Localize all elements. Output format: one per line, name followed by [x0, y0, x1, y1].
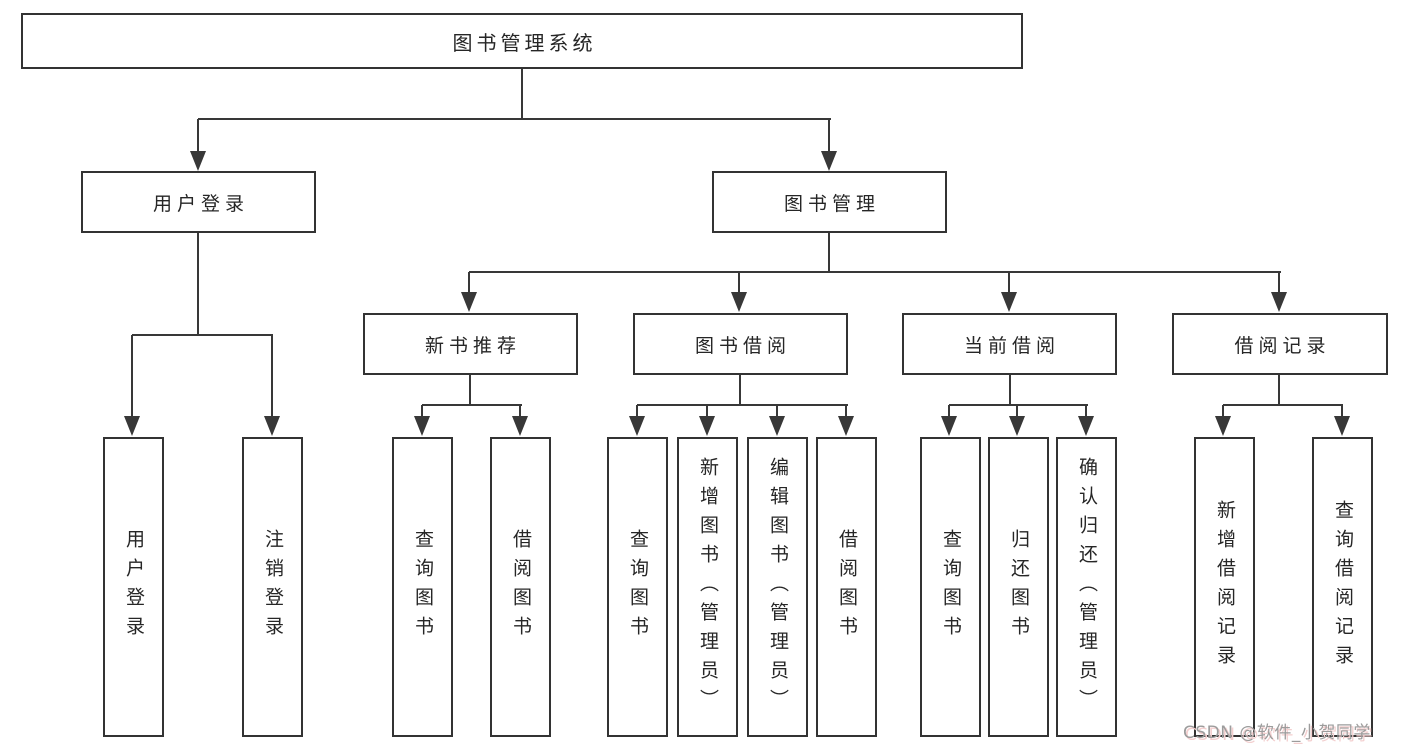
arrow-down-icon	[461, 292, 477, 312]
arrow-down-icon	[699, 416, 715, 436]
arrow-down-icon	[124, 416, 140, 436]
connector-line	[739, 375, 741, 405]
node-book-management: 图书管理	[712, 171, 947, 233]
connector-line	[1016, 405, 1018, 418]
node-user-login: 用户登录	[81, 171, 316, 233]
connector-line	[949, 404, 1088, 406]
arrow-down-icon	[414, 416, 430, 436]
arrow-down-icon	[941, 416, 957, 436]
node-book-borrowing: 图书借阅	[633, 313, 848, 375]
leaf-borrowing-query-books: 查询图书	[607, 437, 668, 737]
arrow-down-icon	[1001, 292, 1017, 312]
connector-line	[197, 119, 199, 153]
connector-line	[422, 404, 522, 406]
connector-line	[519, 405, 521, 418]
arrow-down-icon	[821, 151, 837, 171]
arrow-down-icon	[731, 292, 747, 312]
leaf-current-query-books: 查询图书	[920, 437, 981, 737]
arrow-down-icon	[1215, 416, 1231, 436]
connector-line	[198, 118, 831, 120]
connector-line	[1222, 405, 1224, 418]
leaf-borrowing-borrow-books: 借阅图书	[816, 437, 877, 737]
connector-line	[706, 405, 708, 418]
arrow-down-icon	[264, 416, 280, 436]
connector-line	[637, 404, 848, 406]
connector-line	[132, 334, 273, 336]
arrow-down-icon	[512, 416, 528, 436]
leaf-current-confirm-return-admin: 确认归还（管理员）	[1056, 437, 1117, 737]
arrow-down-icon	[769, 416, 785, 436]
connector-line	[948, 405, 950, 418]
leaf-borrowing-add-books-admin: 新增图书（管理员）	[677, 437, 738, 737]
arrow-down-icon	[1334, 416, 1350, 436]
csdn-watermark: CSDN @软件_小贺同学	[1183, 723, 1371, 743]
leaf-records-query-borrow-record: 查询借阅记录	[1312, 437, 1373, 737]
arrow-down-icon	[838, 416, 854, 436]
connector-line	[421, 405, 423, 418]
connector-line	[1009, 375, 1011, 405]
leaf-user-login: 用户登录	[103, 437, 164, 737]
node-new-book-recommendation: 新书推荐	[363, 313, 578, 375]
connector-line	[1341, 405, 1343, 418]
arrow-down-icon	[1009, 416, 1025, 436]
leaf-current-return-books: 归还图书	[988, 437, 1049, 737]
connector-line	[636, 405, 638, 418]
leaf-borrowing-edit-books-admin: 编辑图书（管理员）	[747, 437, 808, 737]
connector-line	[1278, 272, 1280, 294]
connector-line	[469, 375, 471, 405]
node-current-borrowing: 当前借阅	[902, 313, 1117, 375]
leaf-recommend-query-books: 查询图书	[392, 437, 453, 737]
connector-line	[1223, 404, 1343, 406]
connector-line	[469, 271, 1281, 273]
connector-line	[131, 335, 133, 418]
connector-line	[828, 119, 830, 153]
connector-line	[1008, 272, 1010, 294]
node-borrowing-records: 借阅记录	[1172, 313, 1388, 375]
arrow-down-icon	[1078, 416, 1094, 436]
connector-line	[468, 272, 470, 294]
leaf-recommend-borrow-books: 借阅图书	[490, 437, 551, 737]
connector-line	[845, 405, 847, 418]
arrow-down-icon	[1271, 292, 1287, 312]
connector-line	[738, 272, 740, 294]
leaf-logout: 注销登录	[242, 437, 303, 737]
connector-line	[271, 335, 273, 418]
leaf-records-add-borrow-record: 新增借阅记录	[1194, 437, 1255, 737]
connector-line	[1278, 375, 1280, 406]
connector-line	[521, 69, 523, 119]
connector-line	[197, 233, 199, 335]
arrow-down-icon	[190, 151, 206, 171]
connector-line	[776, 405, 778, 418]
node-library-management-system: 图书管理系统	[21, 13, 1023, 69]
arrow-down-icon	[629, 416, 645, 436]
connector-line	[828, 233, 830, 272]
connector-line	[1085, 405, 1087, 418]
